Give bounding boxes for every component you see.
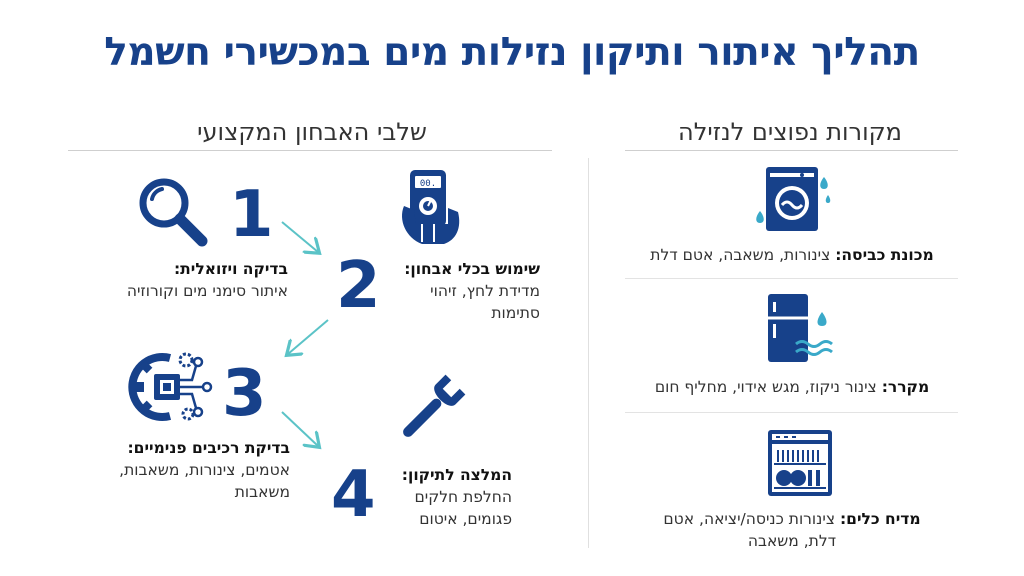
step-4-line-2: פגומים, איטום — [419, 510, 512, 528]
source-divider-1 — [625, 278, 958, 279]
step-number-2: 2 — [336, 249, 381, 323]
step-2-line-2: סתימות — [491, 304, 540, 322]
step-1-line-1: איתור סימני מים וקורוזיה — [126, 282, 288, 300]
arrow-2-to-3 — [288, 319, 329, 354]
refrigerator-icon — [760, 292, 840, 366]
sources-section-title: מקורות נפוצים לנזילה — [678, 118, 902, 146]
multimeter-reading: .00 — [420, 179, 436, 189]
step-1-title: בדיקה ויזואלית: — [173, 260, 288, 278]
source-2-detail: צינור ניקוז, מגש אידוי, מחליף חום — [654, 378, 882, 396]
source-dishwasher: מדיח כלים: צינורות כניסה/יציאה, אטם דלת,… — [642, 508, 942, 552]
step-3-line-2: משאבות — [234, 483, 290, 501]
step-number-3: 3 — [222, 357, 267, 431]
column-divider — [588, 158, 589, 548]
source-3-detail-2: דלת, משאבה — [747, 532, 837, 550]
step-2-title: שימוש בכלי אבחון: — [404, 260, 540, 278]
source-1-name: מכונת כביסה: — [835, 246, 934, 264]
washing-machine-icon — [752, 165, 836, 235]
wrench-icon — [394, 374, 466, 446]
page-title: תהליך איתור ותיקון נזילות מים במכשירי חש… — [104, 30, 920, 75]
step-1-text: בדיקה ויזואלית: איתור סימני מים וקורוזיה — [88, 258, 288, 302]
circuit-gear-icon — [128, 352, 214, 422]
arrow-3-to-4 — [281, 411, 318, 446]
source-3-detail: צינורות כניסה/יציאה, אטם — [663, 510, 840, 528]
step-2-line-1: מדידת לחץ, זיהוי — [430, 282, 540, 300]
steps-section-title: שלבי האבחון המקצועי — [197, 118, 427, 146]
step-3-line-1: אטמים, צינורות, משאבות, — [119, 461, 290, 479]
source-washing-machine: מכונת כביסה: צינורות, משאבה, אטם דלת — [642, 244, 942, 266]
step-3-text: בדיקת רכיבים פנימיים: אטמים, צינורות, מש… — [60, 437, 290, 503]
step-number-1: 1 — [229, 178, 274, 252]
magnifier-icon — [136, 175, 208, 247]
step-4-line-1: החלפת חלקים — [414, 488, 512, 506]
sources-divider — [625, 150, 958, 151]
steps-divider — [68, 150, 552, 151]
dishwasher-icon — [766, 428, 834, 498]
multimeter-icon: .00 — [400, 168, 466, 246]
source-1-detail: צינורות, משאבה, אטם דלת — [650, 246, 836, 264]
source-divider-2 — [625, 412, 958, 413]
step-4-title: המלצה לתיקון: — [401, 466, 512, 484]
source-3-name: מדיח כלים: — [839, 510, 921, 528]
source-2-name: מקרר: — [881, 378, 930, 396]
step-2-text: שימוש בכלי אבחון: מדידת לחץ, זיהוי סתימו… — [340, 258, 540, 324]
arrow-1-to-2 — [281, 221, 318, 252]
step-3-title: בדיקת רכיבים פנימיים: — [127, 439, 290, 457]
step-4-text: המלצה לתיקון: החלפת חלקים פגומים, איטום — [312, 464, 512, 530]
source-refrigerator: מקרר: צינור ניקוז, מגש אידוי, מחליף חום — [642, 376, 942, 398]
step-number-4: 4 — [331, 458, 376, 532]
